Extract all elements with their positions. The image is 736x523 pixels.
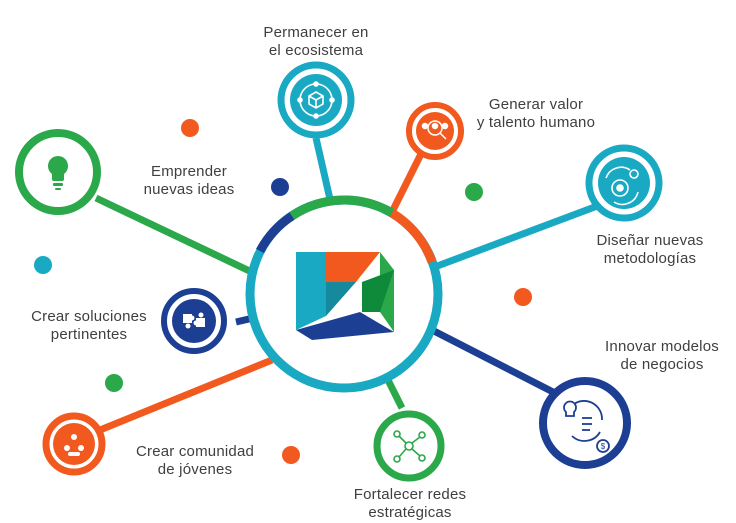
connector-comunidad: [98, 356, 274, 434]
node-generar[interactable]: [406, 102, 464, 160]
connectors: [94, 137, 602, 434]
label-line: Permanecer en: [263, 24, 369, 41]
gear-cycle-icon: [605, 166, 639, 206]
logo-icon: [296, 252, 394, 340]
label-line: y talento humano: [476, 114, 596, 131]
lightbulb-icon: [48, 156, 68, 190]
node-innovar[interactable]: $: [539, 377, 631, 469]
dot-green: [465, 183, 483, 201]
connector-innovar: [430, 326, 557, 397]
label-emprender: Emprender nuevas ideas: [128, 163, 250, 199]
connector-generar: [384, 150, 426, 222]
dot-orange: [181, 119, 199, 137]
network-icon: [393, 430, 426, 463]
node-disenar[interactable]: [585, 144, 663, 222]
label-line: el ecosistema: [268, 42, 364, 59]
label-line: nuevas ideas: [143, 181, 235, 198]
team-search-icon: [421, 120, 449, 140]
label-line: estratégicas: [368, 504, 452, 521]
label-innovar: Innovar modelos de negocios: [590, 338, 734, 374]
hub-arc-orange: [389, 209, 437, 264]
label-disenar: Diseñar nuevas metodologías: [580, 232, 720, 268]
label-line: Emprender: [150, 163, 227, 180]
label-line: pertinentes: [50, 326, 128, 343]
dot-navy: [271, 178, 289, 196]
dollar-symbol: $: [601, 442, 606, 451]
dot-orange: [282, 446, 300, 464]
dot-teal: [34, 256, 52, 274]
label-line: Innovar modelos: [605, 338, 719, 355]
label-line: metodologías: [603, 250, 697, 267]
decorative-dots: [34, 119, 532, 464]
label-line: Crear soluciones: [31, 308, 147, 325]
connector-emprender: [94, 194, 260, 279]
label-comunidad: Crear comunidad de jóvenes: [124, 443, 266, 479]
label-line: Generar valor: [488, 96, 584, 113]
label-line: de jóvenes: [157, 461, 233, 478]
label-line: Fortalecer redes: [353, 486, 467, 503]
node-permanecer[interactable]: [277, 61, 355, 139]
label-line: Crear comunidad: [135, 443, 255, 460]
label-soluciones: Crear soluciones pertinentes: [14, 308, 164, 344]
label-fortalecer: Fortalecer redes estratégicas: [340, 486, 480, 522]
community-chat-icon: [64, 434, 84, 456]
node-soluciones[interactable]: [161, 288, 227, 354]
puzzle-icon: [183, 312, 205, 329]
label-permanecer: Permanecer en el ecosistema: [248, 24, 384, 60]
label-line: Diseñar nuevas: [596, 232, 704, 249]
center-hub: [245, 195, 443, 393]
dot-green: [105, 374, 123, 392]
cube-network-icon: [297, 81, 335, 119]
dot-orange: [514, 288, 532, 306]
node-comunidad[interactable]: [42, 412, 106, 476]
connector-disenar: [430, 201, 602, 272]
node-fortalecer[interactable]: [373, 410, 445, 482]
hub-arc-green: [289, 195, 395, 220]
label-generar: Generar valor y talento humano: [466, 96, 606, 132]
label-line: de negocios: [620, 356, 704, 373]
node-emprender[interactable]: [15, 129, 101, 215]
connector-permanecer: [312, 137, 336, 209]
hub-arc-navy: [256, 212, 295, 254]
idea-cycle-icon: [563, 400, 610, 453]
